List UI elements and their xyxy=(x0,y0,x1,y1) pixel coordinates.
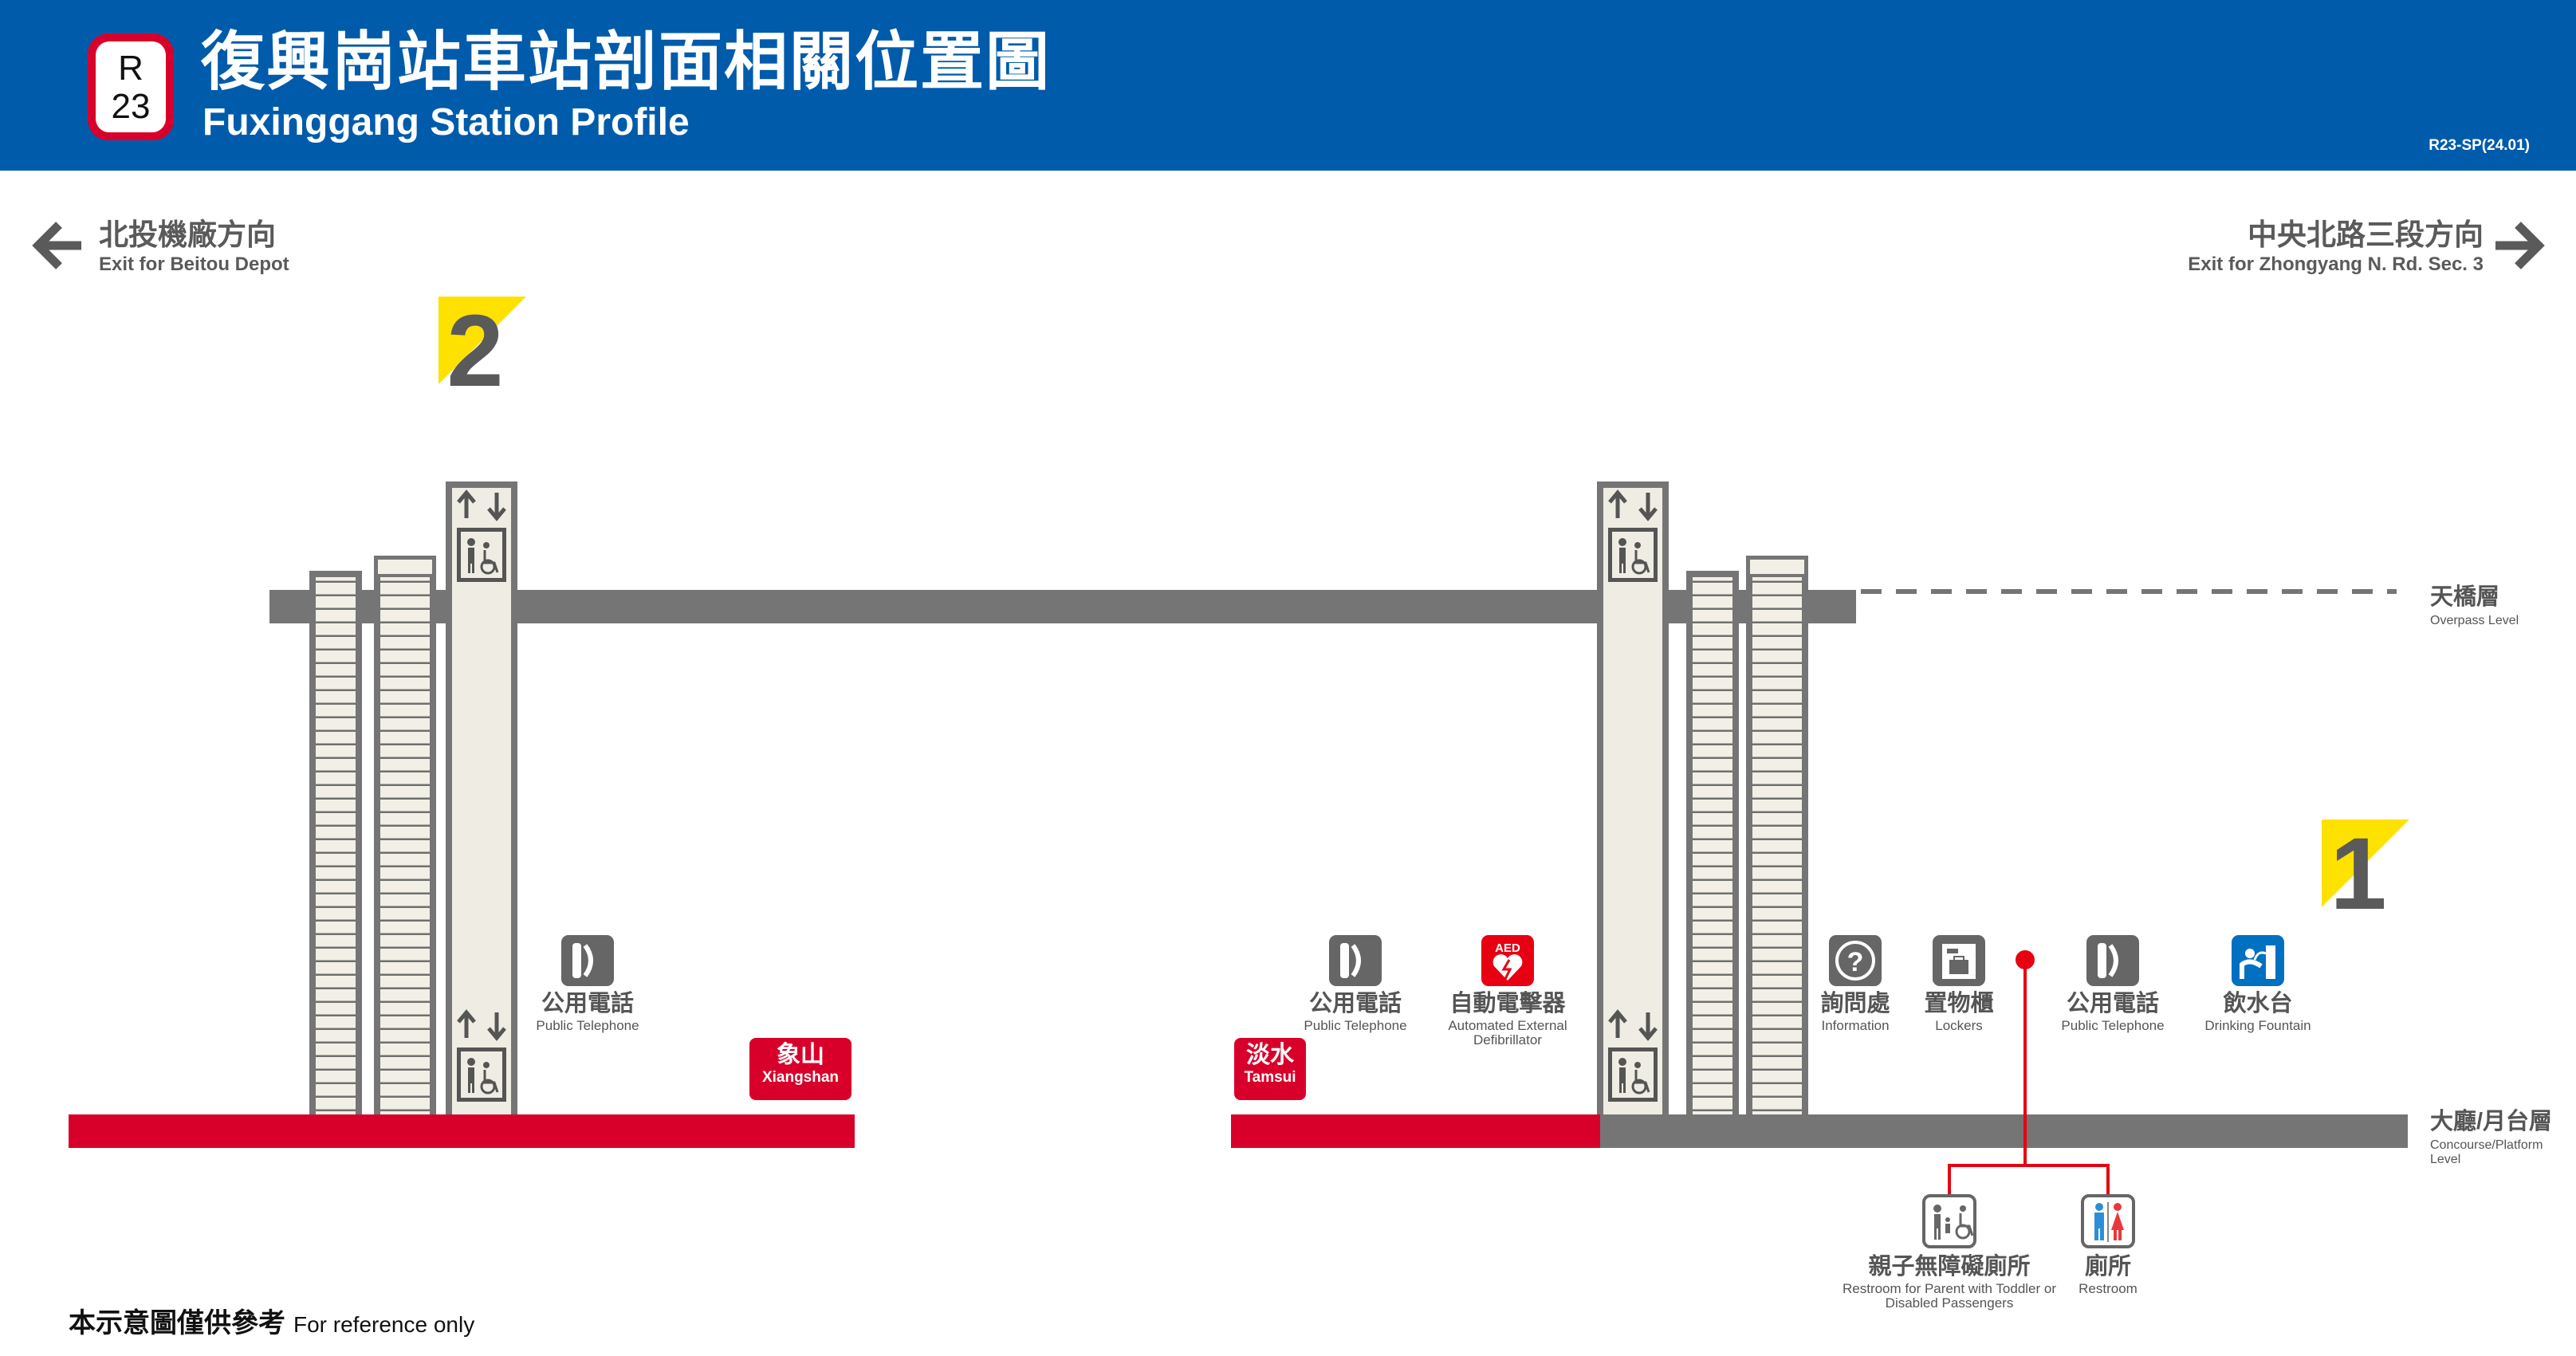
platform-bar-tamsui xyxy=(1231,1114,1600,1148)
page-subtitle: Fuxinggang Station Profile xyxy=(203,101,690,143)
facility-aed-label-en: Automated External Defibrillator xyxy=(1448,1018,1567,1047)
reference-note-zh: 本示意圖僅供參考 xyxy=(69,1308,285,1338)
concourse-bar xyxy=(1600,1114,2408,1148)
document-code: R23-SP(24.01) xyxy=(2429,137,2530,154)
information-icon: ? xyxy=(1829,935,1882,986)
exit-left-label: 北投機廠方向 xyxy=(99,218,276,251)
accessible-restroom-icon xyxy=(1922,1194,1976,1248)
direction-tag-xiangshan: 象山 Xiangshan xyxy=(749,1038,851,1100)
stairs-icon xyxy=(309,571,362,1114)
facility-lockers-label: 置物櫃 xyxy=(1924,991,1994,1016)
line-code-letter: R xyxy=(118,49,144,88)
exit-right-label-en: Exit for Zhongyang N. Rd. Sec. 3 xyxy=(2188,254,2484,275)
escalator-icon xyxy=(1746,556,1808,1114)
facility-info-label-en: Information xyxy=(1821,1018,1890,1033)
arrow-left-icon xyxy=(32,222,81,269)
exit-right-label: 中央北路三段方向 xyxy=(2248,218,2484,251)
facility-fountain-label-en: Drinking Fountain xyxy=(2204,1018,2311,1033)
locker-icon xyxy=(1933,935,1985,986)
facility-accessible-restroom-label: 親子無障礙廁所 xyxy=(1868,1254,2031,1279)
page-title: 復興崗站車站剖面相關位置圖 xyxy=(201,26,1051,97)
facility-restroom-label-en: Restroom xyxy=(2078,1281,2137,1296)
elevator-icon xyxy=(1597,481,1669,1114)
concourse-level-label-en: Concourse/Platform Level xyxy=(2430,1138,2543,1166)
telephone-icon xyxy=(561,935,614,986)
facility-accessible-restroom-label-en: Restroom for Parent with Toddler or Disa… xyxy=(1842,1281,2057,1311)
aed-icon: AED xyxy=(1481,935,1534,986)
direction-tag-tamsui: 淡水 Tamsui xyxy=(1234,1038,1306,1100)
telephone-icon xyxy=(2086,935,2139,986)
facility-phone-mid-label: 公用電話 xyxy=(1308,991,1402,1016)
direction-xiangshan-en: Xiangshan xyxy=(761,1069,840,1086)
restroom-connector xyxy=(1948,950,2110,1194)
svg-text:?: ? xyxy=(1847,947,1864,977)
facility-info-label: 詢問處 xyxy=(1820,991,1890,1016)
platform-bar-xiangshan xyxy=(69,1114,855,1148)
facility-fountain-label: 飲水台 xyxy=(2223,991,2293,1016)
escalator-icon xyxy=(374,556,436,1114)
reference-note-en: For reference only xyxy=(293,1312,475,1337)
overpass-level-label-en: Overpass Level xyxy=(2430,614,2519,627)
exit-1-marker: 1 xyxy=(2322,817,2409,931)
direction-xiangshan-zh: 象山 xyxy=(777,1042,824,1068)
exit-left-label-en: Exit for Beitou Depot xyxy=(99,254,289,275)
telephone-icon xyxy=(1329,935,1382,986)
drinking-fountain-icon xyxy=(2232,935,2284,986)
exit-1-number: 1 xyxy=(2330,817,2386,931)
overpass-level-bar xyxy=(269,590,1856,623)
facility-restroom-label: 廁所 xyxy=(2084,1254,2132,1279)
line-code-number: 23 xyxy=(111,87,151,126)
reference-note: 本示意圖僅供參考 For reference only xyxy=(69,1301,474,1340)
facility-phone-right-label: 公用電話 xyxy=(2066,991,2160,1016)
facility-phone-left-label: 公用電話 xyxy=(541,991,635,1016)
header-bar: R 23 復興崗站車站剖面相關位置圖 Fuxinggang Station Pr… xyxy=(0,0,2576,171)
stairs-icon xyxy=(1686,571,1739,1114)
arrow-right-icon xyxy=(2495,222,2545,269)
exit-2-marker: 2 xyxy=(439,294,526,408)
direction-tamsui-en: Tamsui xyxy=(1244,1069,1296,1086)
svg-text:AED: AED xyxy=(1495,941,1520,955)
facility-aed-label: 自動電擊器 xyxy=(1449,991,1566,1016)
exit-2-number: 2 xyxy=(446,294,503,408)
facility-phone-left-label-en: Public Telephone xyxy=(536,1018,639,1033)
line-code-badge: R 23 xyxy=(88,33,174,140)
restroom-icon xyxy=(2081,1194,2135,1248)
overpass-level-label: 天橋層 xyxy=(2430,584,2500,610)
concourse-level-label: 大廳/月台層 xyxy=(2430,1109,2553,1134)
direction-tamsui-zh: 淡水 xyxy=(1246,1042,1294,1068)
elevator-icon xyxy=(446,481,517,1114)
facility-lockers-label-en: Lockers xyxy=(1935,1018,1983,1033)
facility-phone-right-label-en: Public Telephone xyxy=(2061,1018,2165,1033)
facility-phone-mid-label-en: Public Telephone xyxy=(1304,1018,1407,1033)
